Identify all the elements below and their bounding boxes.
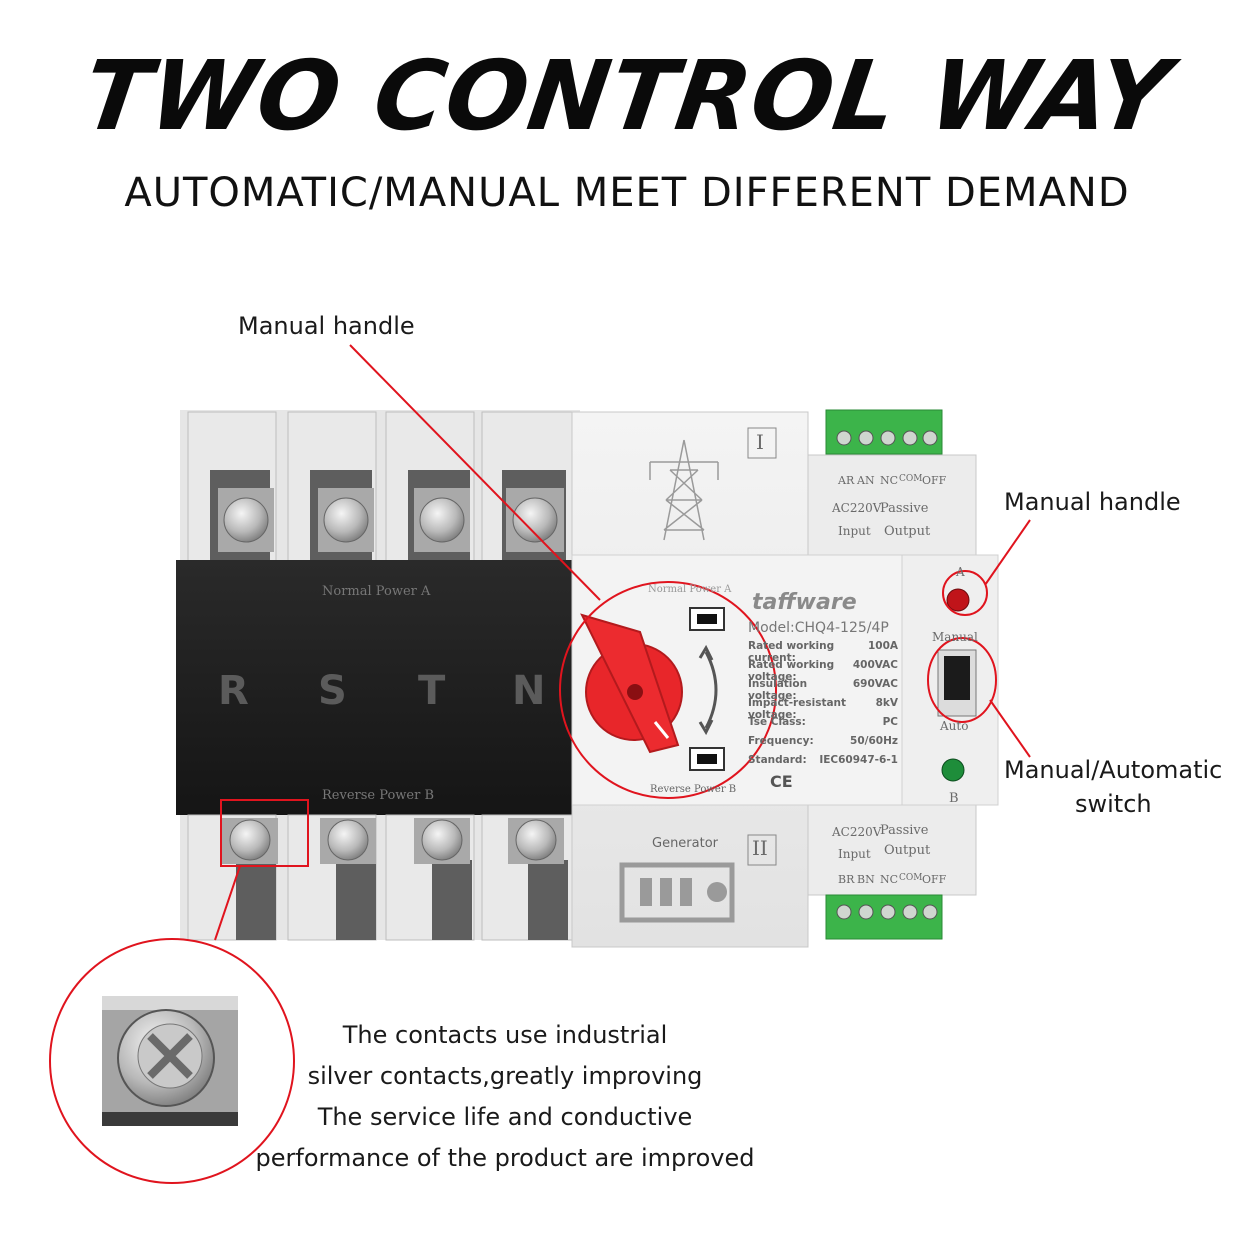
terminal-label: AN [857,474,875,487]
terminal-label: OFF [922,873,947,886]
model-label: Model:CHQ4-125/4P [748,620,889,636]
top-ac-label: AC220V [832,501,882,515]
manual-handle-knob [580,613,683,754]
panel-reverse-power-label: Reverse Power B [650,784,737,795]
indicator-a-label: A [956,565,965,579]
generator-label: Generator [652,836,719,851]
generator-icon [619,862,735,923]
callout-switch-line2: switch [1075,790,1152,818]
callout-circle-switch [927,637,997,723]
switch-manual-label: Manual [932,630,978,644]
terminal-label: COM [899,474,923,484]
screw-highlight-box [220,799,309,867]
switch-auto-label: Auto [940,719,969,733]
brand-logo-text: taffware [752,590,857,615]
spec-table: Rated working current:100A Rated working… [748,640,898,773]
top-terminal-screws [218,488,564,552]
terminal-label: AR [838,474,855,487]
pylon-icon [649,439,719,541]
panel-normal-power-label: Normal Power A [648,584,732,595]
description-line: performance of the product are improved [255,1144,755,1172]
top-output-label: Output [884,524,931,539]
spec-row: Rated working voltage:400VAC [748,659,898,683]
zoom-circle-screw [49,938,295,1184]
callout-switch-line1: Manual/Automatic [1004,756,1223,784]
spec-row: Standard:IEC60947-6-1 [748,754,898,766]
callout-manual-handle-right: Manual handle [1004,488,1181,516]
module-ii-box [747,834,777,866]
bottom-output-label: Output [884,843,931,858]
normal-power-label: Normal Power A [322,584,431,599]
bottom-terminal-screws [222,818,564,864]
ce-mark: CE [770,772,793,791]
indicator-led-b [941,758,965,782]
top-passive-label: Passive [880,501,929,516]
terminal-label: NC [880,873,899,886]
bottom-input-label: Input [838,847,871,861]
spec-row: Insulation voltage:690VAC [748,678,898,702]
reverse-power-label: Reverse Power B [322,788,434,803]
contact-description: The contacts use industrial silver conta… [250,1015,760,1179]
black-front-panel [176,560,576,815]
phase-n-label: N [512,668,546,714]
phase-r-label: R [218,668,249,714]
callout-manual-handle-left: Manual handle [238,312,415,340]
spec-row: Impact-resistant voltage:8kV [748,697,898,721]
bottom-passive-label: Passive [880,823,929,838]
top-green-terminal-block [825,409,943,455]
bottom-green-terminal-block [825,894,943,940]
module-i-numeral: I [756,430,764,454]
description-line: The contacts use industrial [342,1021,668,1049]
terminal-label: BR [838,873,855,886]
terminal-label: COM [899,873,923,883]
terminal-label: OFF [922,474,947,487]
description-line: The service life and conductive [317,1103,693,1131]
spec-row: Rated working current:100A [748,640,898,664]
callout-circle-led [942,570,988,616]
module-ii-numeral: II [752,836,768,860]
description-line: silver contacts,greatly improving [307,1062,703,1090]
bottom-ac-label: AC220V [832,825,882,839]
phase-t-label: T [418,668,446,714]
indicator-b-label: B [949,791,959,806]
rotation-arrow-icon [704,651,718,729]
top-input-label: Input [838,524,871,538]
terminal-label: NC [880,474,899,487]
spec-row: Frequency:50/60Hz [748,735,898,747]
indicator-led-a [946,588,970,612]
spec-row: Tse Class:PC [748,716,898,728]
callout-circle-knob [559,581,777,799]
phase-s-label: S [318,668,347,714]
page-subtitle: AUTOMATIC/MANUAL MEET DIFFERENT DEMAND [124,170,1130,216]
terminal-label: BN [857,873,875,886]
module-i-box [747,427,777,459]
